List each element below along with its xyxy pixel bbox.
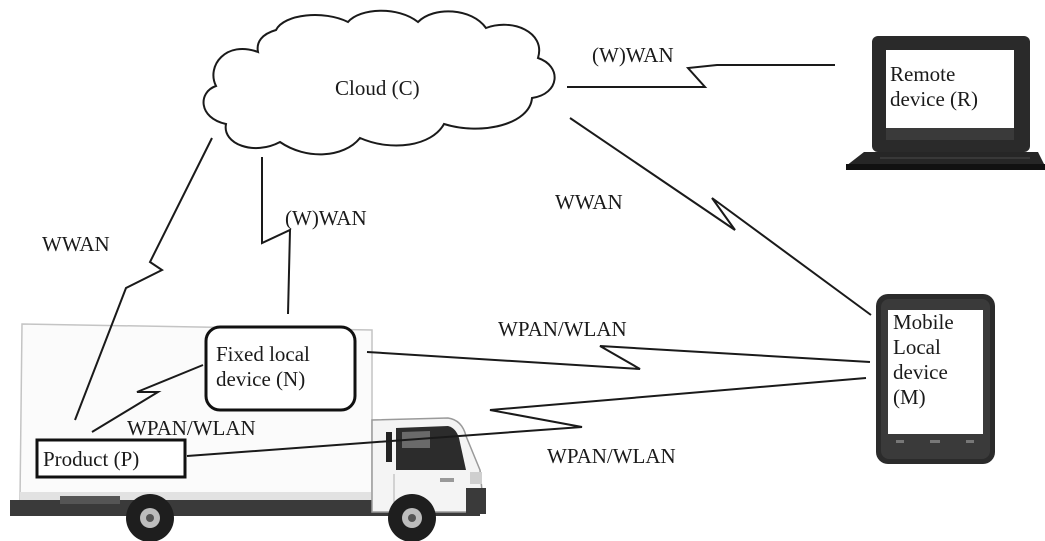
cloud-icon [202, 9, 556, 156]
smartphone-icon [876, 294, 995, 464]
link-product-mobile [186, 377, 867, 457]
product-label: Product (P) [43, 447, 140, 471]
link-cloud-mobile [569, 117, 872, 316]
link-fixed-mobile [366, 345, 871, 370]
fixed-device-box [204, 325, 357, 412]
link-cloud-remote [567, 64, 835, 88]
link-cloud-fixed-label: (W)WAN [285, 206, 367, 230]
cloud-label: Cloud (C) [335, 76, 420, 100]
fixed-device-label: Fixed local device (N) [216, 342, 310, 391]
link-product-fixed-label: WPAN/WLAN [127, 416, 256, 440]
link-product-fixed [91, 364, 204, 433]
link-cloud-product-label: WWAN [42, 232, 110, 256]
link-cloud-fixed [261, 157, 292, 315]
link-product-mobile-label: WPAN/WLAN [547, 444, 676, 468]
link-cloud-mobile-label: WWAN [555, 190, 623, 214]
link-fixed-mobile-label: WPAN/WLAN [498, 317, 627, 341]
link-cloud-product [74, 137, 213, 421]
laptop-icon [846, 36, 1045, 170]
mobile-device-label: Mobile Local device (M) [893, 310, 954, 409]
product-box [35, 438, 187, 479]
link-cloud-remote-label: (W)WAN [592, 43, 674, 67]
remote-device-label: Remote device (R) [890, 62, 979, 111]
